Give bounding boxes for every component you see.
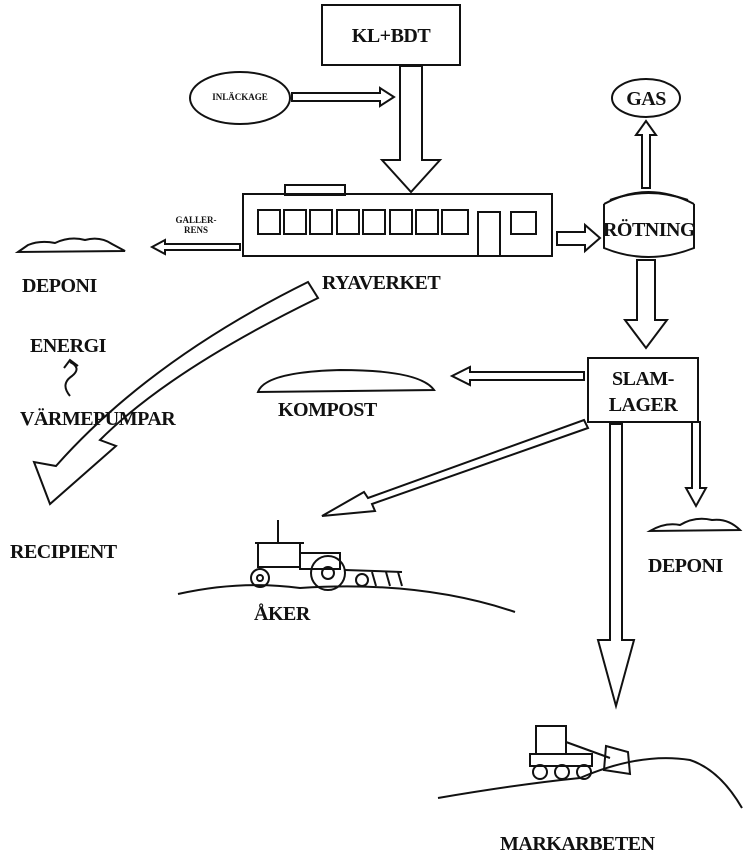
gallerrens-label-1: GALLER- — [175, 215, 216, 225]
inlackage-node: INLÄCKAGE — [190, 72, 290, 124]
deponi-left-mound — [18, 239, 125, 252]
arrow-inlackage-to-source — [292, 88, 394, 106]
arrow-slamlager-to-aker — [322, 420, 588, 516]
source-box: KL+BDT — [322, 5, 460, 65]
rotning-label: RÖTNING — [603, 218, 696, 241]
arrow-ryaverket-to-recipient — [34, 282, 318, 504]
markarbeten-label: MARKARBETEN — [500, 833, 656, 855]
squiggle-arrow-icon — [64, 360, 78, 396]
energi-label: ENERGI — [30, 335, 107, 357]
deponi-right-mound — [650, 519, 740, 531]
kompost-mound — [258, 370, 434, 392]
aker-label: ÅKER — [254, 602, 311, 625]
source-label: KL+BDT — [352, 25, 432, 47]
arrow-rotning-to-slamlager — [625, 260, 667, 348]
slamlager-label-2: LAGER — [609, 394, 679, 416]
tractor-icon — [251, 520, 402, 590]
slamlager-label-1: SLAM- — [612, 368, 674, 390]
arrow-source-to-plant — [382, 66, 440, 192]
rotning-digester: RÖTNING — [603, 192, 696, 257]
bulldozer-icon — [530, 726, 630, 779]
arrow-slamlager-to-kompost — [452, 367, 584, 385]
slamlager-box: SLAM- LAGER — [588, 358, 698, 422]
arrow-plant-to-rotning — [557, 225, 600, 251]
ryaverket-plant — [243, 185, 552, 256]
aker-field-line — [178, 585, 515, 612]
arrow-slamlager-to-deponi-right — [686, 422, 706, 506]
arrow-slamlager-to-markarbeten — [598, 424, 634, 706]
recipient-label: RECIPIENT — [10, 541, 118, 563]
kompost-label: KOMPOST — [278, 399, 378, 421]
deponi-left-label: DEPONI — [22, 275, 98, 297]
inlackage-label: INLÄCKAGE — [212, 92, 268, 102]
ryaverket-label: RYAVERKET — [322, 272, 441, 294]
gas-node: GAS — [612, 79, 680, 117]
varmepumpar-label: VÄRMEPUMPAR — [20, 407, 176, 430]
gallerrens-flow: GALLER- RENS — [152, 215, 240, 254]
gallerrens-label-2: RENS — [184, 225, 208, 235]
arrow-rotning-to-gas — [636, 121, 656, 188]
deponi-right-label: DEPONI — [648, 555, 724, 577]
gas-label: GAS — [626, 88, 666, 110]
